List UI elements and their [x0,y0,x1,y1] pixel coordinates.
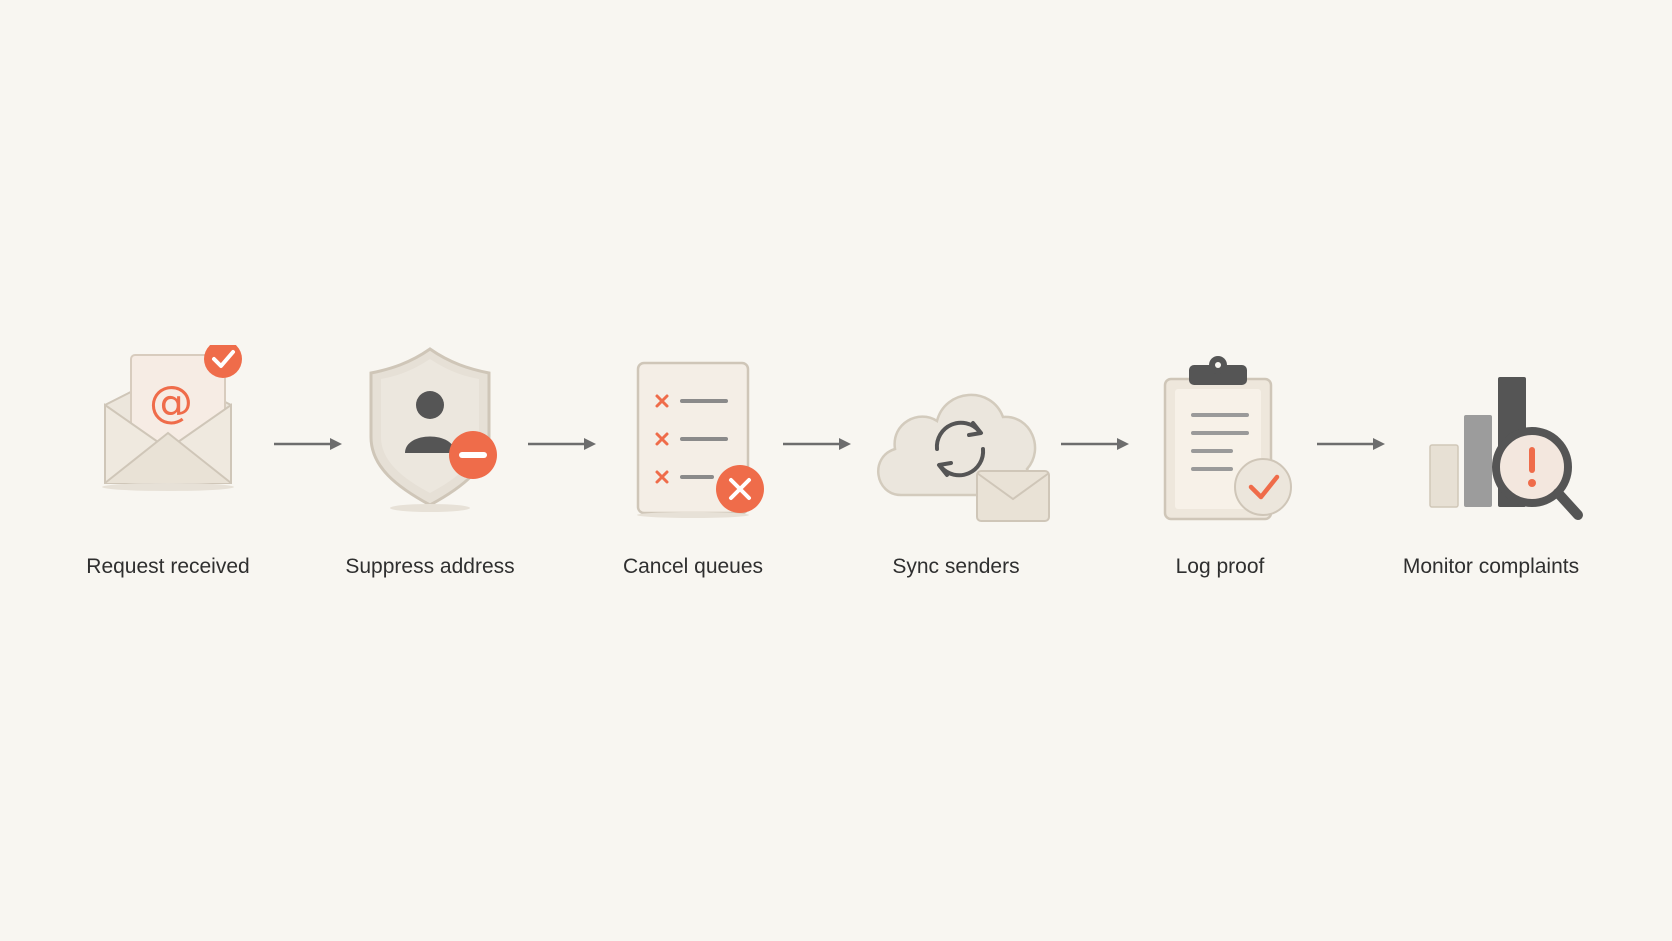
step-label: Suppress address [345,555,515,578]
arrow-right-icon [783,438,851,450]
step-label: Request received [86,555,250,578]
bar-chart-alert-magnifier-icon [1429,377,1583,520]
step-sync-senders: Sync senders [846,345,1066,595]
cloud-sync-mail-icon [877,393,1050,522]
step-log-proof: Log proof [1110,345,1330,595]
step-request-received: @ Request received [58,345,278,595]
step-label: Sync senders [892,555,1020,578]
step-cancel-queues: Cancel queues [583,345,803,595]
shield-user-remove-icon [369,347,497,512]
envelope-email-check-icon: @ [102,345,242,491]
step-label: Log proof [1175,555,1265,578]
checklist-cancel-icon [636,361,764,518]
arrow-right-icon [528,438,596,450]
arrow-right-icon [1317,438,1385,450]
arrow-right-icon [274,438,342,450]
step-label: Monitor complaints [1402,555,1580,578]
step-label: Cancel queues [622,555,764,578]
arrow-right-icon [1061,438,1129,450]
clipboard-check-icon [1163,356,1292,521]
step-suppress-address: Suppress address [320,345,540,595]
svg-text:@: @ [149,377,193,428]
step-monitor-complaints: Monitor complaints [1381,345,1601,595]
